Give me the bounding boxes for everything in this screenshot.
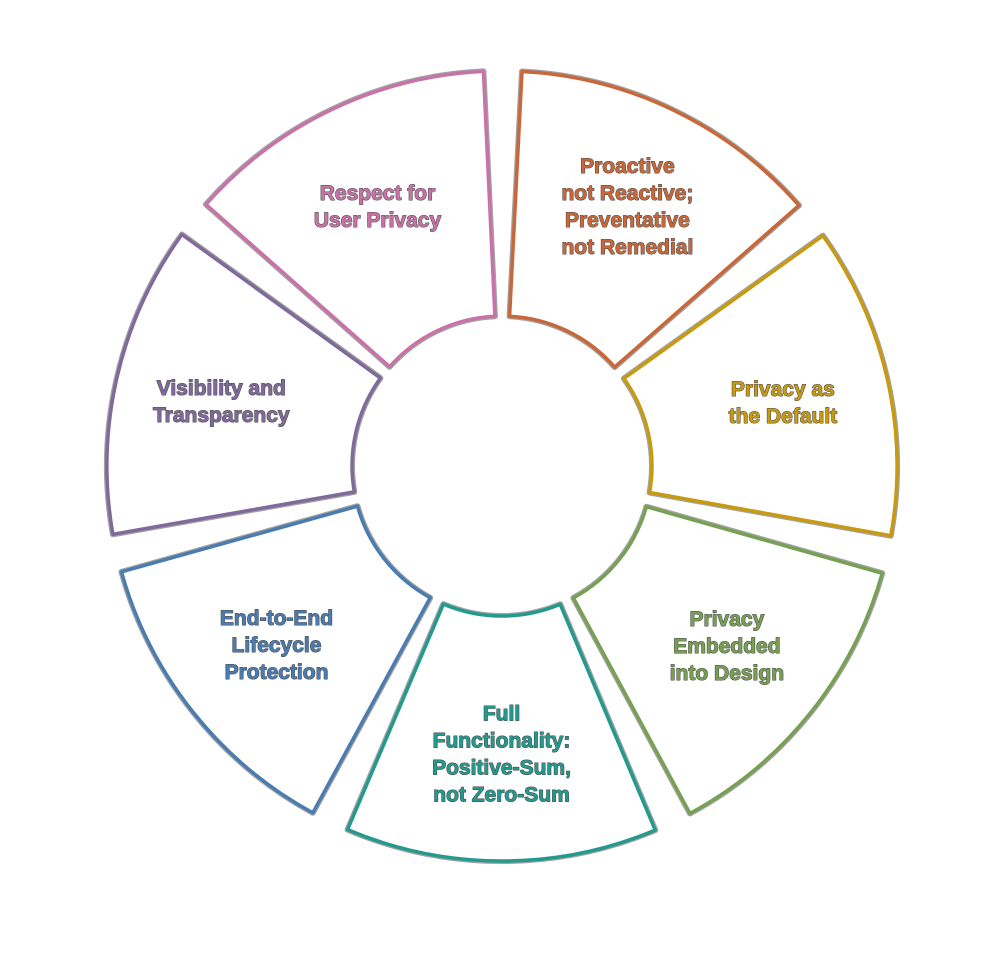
segment-label-line: End-to-End: [220, 607, 333, 630]
segment-label: Privacy as the Default: [729, 378, 838, 428]
segment-label-line: Lifecycle: [232, 634, 322, 657]
segment-shape: [507, 69, 801, 369]
segment-label-line: Privacy: [690, 608, 765, 631]
segment-label-line: Respect for: [320, 182, 436, 205]
segment-label-line: not Remedial: [561, 236, 693, 259]
segment-label: Proactive not Reactive; Preventative not Re…: [561, 155, 693, 259]
segment-label-line: Transparency: [153, 404, 290, 427]
segment-shape: [204, 69, 497, 369]
segment-label-line: Visibility and: [157, 377, 286, 400]
segment-label-line: Positive-Sum,: [432, 757, 571, 780]
segment-shape: [119, 504, 432, 815]
segment-default: Privacy as the Default: [620, 232, 900, 539]
segment-label-line: Proactive: [580, 155, 675, 178]
segments-layer: Proactive not Reactive; Preventative not Re…: [103, 68, 900, 865]
segment-label-line: Functionality:: [433, 730, 571, 753]
segment-proactive: Proactive not Reactive; Preventative not Re…: [506, 68, 802, 371]
segment-label-line: the Default: [729, 405, 838, 428]
segment-label-line: Embedded: [673, 635, 780, 658]
segment-label-line: Privacy as: [731, 378, 835, 401]
segment-label-line: not Zero-Sum: [433, 784, 570, 807]
segment-shape: [105, 232, 383, 537]
segment-shape: [571, 504, 884, 816]
segment-shape: [622, 233, 899, 538]
segment-label-line: User Privacy: [314, 209, 442, 232]
segment-label-line: Protection: [225, 661, 329, 684]
segment-label-line: Preventative: [565, 209, 690, 232]
segment-label-line: not Reactive;: [561, 182, 693, 205]
segment-label-line: into Design: [670, 662, 784, 685]
segment-shape: [345, 602, 657, 863]
segment-label-line: Full: [483, 703, 520, 726]
